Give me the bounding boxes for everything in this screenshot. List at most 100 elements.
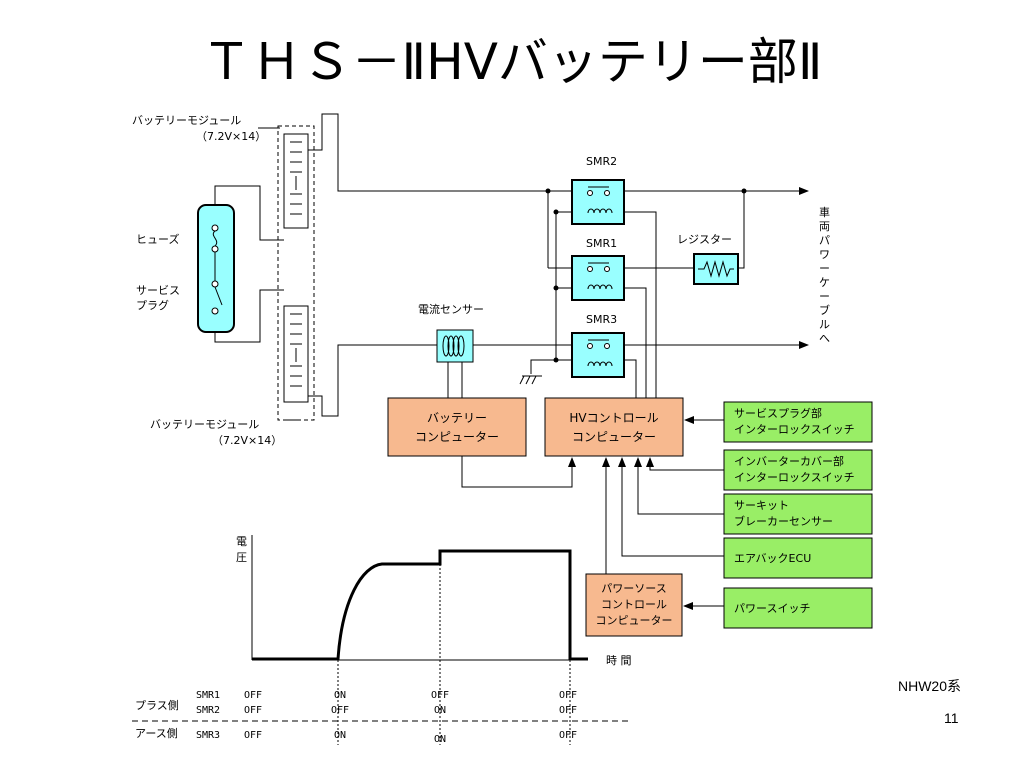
junction-positive [545,188,551,194]
wire-breaker-to-hv [634,457,724,515]
smr1-state-1: OFF [244,690,262,701]
wire-negative-main [308,341,809,417]
voltage-time-graph: 電 圧 時 間 [236,535,632,745]
smr1-state-4: OFF [559,690,577,701]
circuit-breaker-sensor-box [723,493,873,535]
plus-side-label: プラス側 [135,699,179,712]
wire-positive-main [308,113,809,195]
battery-cells-bottom [283,305,309,403]
model-code: NHW20系 [898,678,962,694]
smr-timing-table: プラス側 SMR1 SMR2 アース側 SMR3 OFF ON OFF OFF … [132,690,632,745]
smr2-label: SMR2 [586,155,617,168]
junction-resistor [741,188,747,194]
current-sensor-coil-icon [442,335,465,357]
svg-text:ワ: ワ [819,248,830,261]
svg-text:ー: ー [819,262,830,275]
earth-side-label: アース側 [135,727,178,740]
smr1-label: SMR1 [586,237,617,250]
circuit-breaker-sensor-label-2: ブレーカーセンサー [734,514,833,528]
service-plug-label-1: サービス [136,284,180,297]
power-switch-label: パワースイッチ [734,602,810,615]
battery-cells-top [283,133,309,229]
row-label-smr1: SMR1 [196,690,220,701]
hv-computer-label-1: HVコントロール [569,411,658,425]
wire-smr2-control [624,211,657,398]
battery-computer-label-1: バッテリー [427,411,487,425]
graph-xlabel: 時 間 [606,654,632,667]
service-plug-interlock-label-1: サービスプラグ部 [734,406,822,420]
wire-ground [530,359,556,374]
smr1-contact-icon [587,262,613,290]
smr3-state-1: OFF [244,730,262,741]
svg-text:ブ: ブ [819,303,830,317]
battery-computer-label-2: コンピューター [415,430,499,444]
resistor-label: レジスター [677,233,732,246]
service-plug-interlock-label-2: インターロックスイッチ [734,423,855,436]
svg-text:ケ: ケ [819,276,830,289]
wire-plug-to-bottom-cells [214,289,284,343]
airbag-ecu-box [723,537,873,579]
wire-airbag-to-hv [618,457,724,557]
inverter-cover-interlock-box [723,449,873,491]
battery-module-bottom-label: バッテリーモジュール [150,418,259,431]
smr3-state-2: ON [334,730,346,741]
junction-coil-2 [553,285,559,291]
current-sensor-box [436,329,474,363]
smr2-state-2: OFF [331,705,349,716]
power-source-computer-label-1: パワーソース [601,582,666,595]
battery-computer-box [387,397,527,457]
hv-computer-box [544,397,684,457]
page-number: 11 [944,710,959,726]
wire-fuse-to-top-cells [214,185,284,241]
battery-module-top-label: バッテリーモジュール [132,114,241,127]
service-plug-switch-icon [211,280,223,315]
svg-text:ー: ー [819,290,830,303]
battery-pack-outline [277,125,315,421]
svg-text:車: 車 [819,205,830,219]
fuse-label: ヒューズ [136,232,179,246]
service-plug-label-2: プラグ [136,298,169,312]
current-sensor-label: 電流センサー [418,302,484,316]
smr3-state-4: OFF [559,730,577,741]
power-switch-box [723,587,873,629]
power-source-computer-label-3: コンピューター [596,614,673,627]
smr3-contact-icon [587,339,613,367]
hv-computer-label-2: コンピューター [572,430,656,444]
smr2-contact-icon [587,186,613,214]
battery-module-top-spec: （7.2V×14） [196,130,266,143]
service-plug-housing [197,204,235,333]
wire-battery-to-hv [461,456,576,488]
power-source-computer-box [585,573,683,637]
battery-module-bottom-spec: （7.2V×14） [212,434,282,447]
graph-ylabel-1: 電 [236,535,247,548]
junction-coil-1 [553,209,559,215]
wire-smr2-coil-ground [555,211,572,360]
smr3-label: SMR3 [586,313,617,326]
service-plug-interlock-box [723,401,873,443]
resistor-zigzag-icon [698,260,734,278]
row-label-smr2: SMR2 [196,705,220,716]
svg-text:パ: パ [819,234,830,247]
wire-interlock2-to-hv [646,457,724,471]
voltage-curve [252,549,588,661]
power-source-computer-label-2: コントロール [601,598,667,611]
slide-title: ＴＨＳ－ⅡHVバッテリー部Ⅱ [201,33,823,91]
inverter-cover-interlock-label-2: インターロックスイッチ [734,471,855,484]
svg-text:ル: ル [819,318,830,331]
smr1-state-3: OFF [431,690,449,701]
circuit-breaker-sensor-label-1: サーキット [734,499,789,512]
fuse-icon [211,224,219,253]
wire-smr1-control [624,287,647,398]
smr1-state-2: ON [334,690,346,701]
airbag-ecu-label: エアバックECU [734,552,811,565]
wire-resistor-to-positive [738,191,745,269]
smr2-state-1: OFF [244,705,262,716]
wire-smr3-control [624,359,637,398]
smr2-state-3: ON [434,705,446,716]
svg-text:へ: へ [819,332,830,345]
row-label-smr3: SMR3 [196,730,220,741]
smr3-state-3: ON [434,734,446,745]
graph-ylabel-2: 圧 [236,551,247,564]
